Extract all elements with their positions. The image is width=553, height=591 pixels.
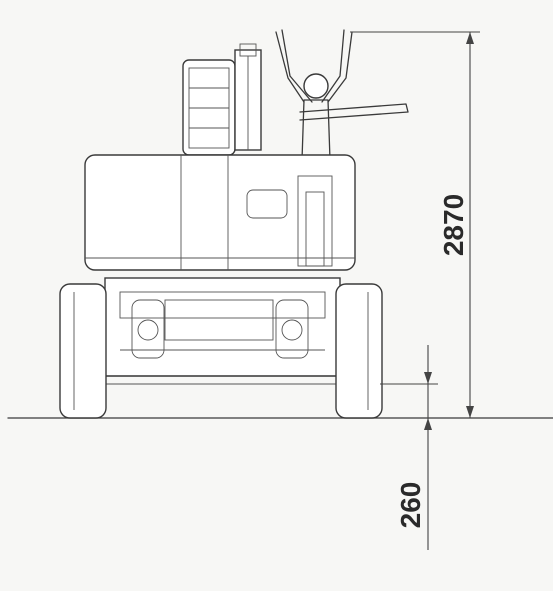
clearance-dimension-label: 260 [395,482,426,529]
wheel-right [335,283,383,419]
height-dimension [350,31,480,418]
mast-assembly [182,43,262,156]
operator-figure [275,29,409,161]
chassis [99,277,346,385]
machine-body [84,154,356,271]
wheel-left [59,283,107,419]
clearance-dimension [380,345,438,550]
height-dimension-label: 2870 [438,194,469,256]
